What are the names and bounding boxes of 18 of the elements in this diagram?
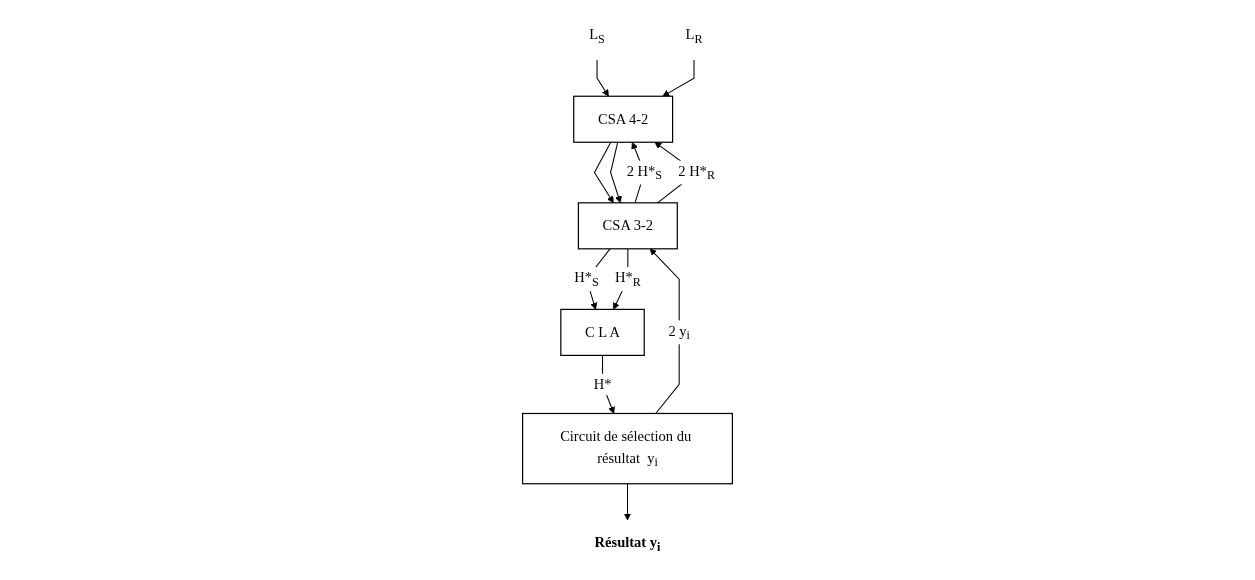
edge-label: 2 y$_{i}$ [668,322,690,342]
node-text: L$_{S}$ [589,25,605,46]
node-box: C L A [560,308,645,356]
edge-label: 2 H*$_{R}$ [678,162,715,182]
arrow [662,59,695,97]
arrow [610,141,622,204]
arrow [623,483,632,521]
node-box: Circuit de sélection du résultat y$_{i}$ [522,412,733,485]
edge-label: H* [593,375,612,393]
arrow [596,59,609,97]
node-text: Résultat y$_{i}$ [594,534,661,554]
edge-label: H*$_{S}$ [574,269,599,289]
node-text: L$_{R}$ [685,25,703,46]
arrow [593,141,614,204]
edge-label: H*$_{R}$ [614,269,641,289]
edge-label: 2 H*$_{S}$ [626,162,663,182]
node-box: CSA 4-2 [573,95,674,143]
node-box: CSA 3-2 [577,202,678,250]
